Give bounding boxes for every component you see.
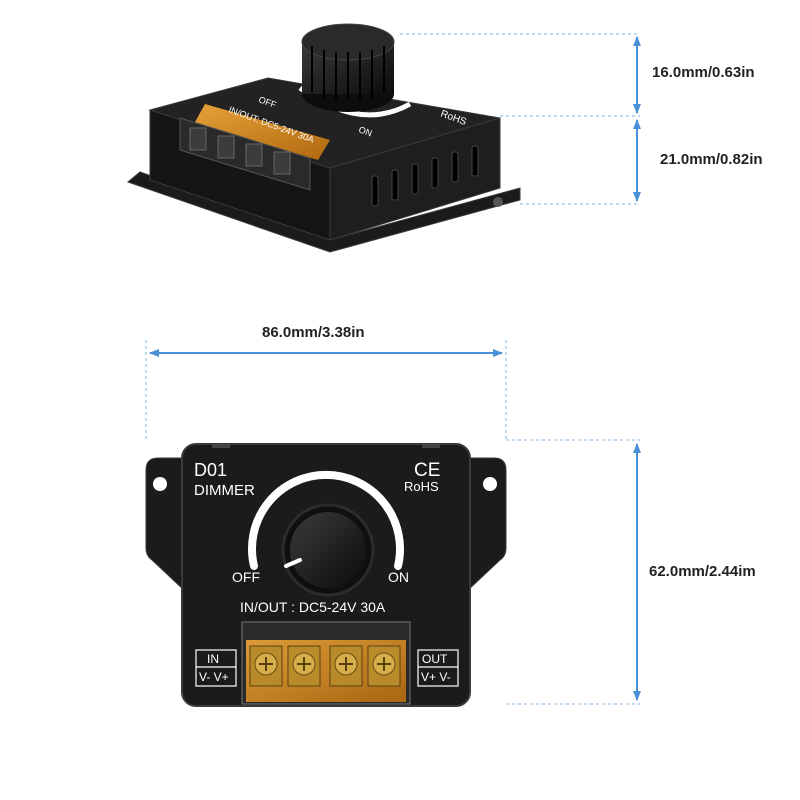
terminal-screw [367, 645, 401, 687]
output-pins: V+ V- [421, 670, 451, 684]
off-label: OFF [232, 569, 260, 585]
front-view-mount-hole [483, 477, 497, 491]
input-label: IN [207, 652, 219, 666]
side-view-ce-mark: C€ [457, 95, 478, 115]
terminal-screw [249, 645, 283, 687]
side-view-on-label: ON [357, 124, 373, 138]
rating-label: IN/OUT : DC5-24V 30A [240, 599, 386, 615]
side-view-vents [371, 145, 479, 207]
model-label: D01 [194, 460, 227, 480]
output-terminal-label-box: OUT V+ V- [417, 649, 459, 687]
side-height-dimensions [400, 33, 641, 205]
dimmer-label: DIMMER [194, 482, 255, 499]
width-dimension [145, 340, 640, 441]
length-label: 62.0mm/2.44im [649, 563, 756, 580]
terminal-screw [329, 645, 363, 687]
front-view-device: D01 DIMMER CE RoHS OFF ON IN/OUT : DC5-2… [145, 443, 507, 707]
knob-height-label: 16.0mm/0.63in [652, 64, 755, 81]
knob-indicator [284, 558, 302, 568]
side-view-terminal-cover [195, 104, 330, 160]
front-view-right-flange [465, 457, 507, 594]
length-dimension [506, 443, 641, 705]
body-height-label: 21.0mm/0.82in [660, 151, 763, 168]
output-label: OUT [422, 652, 448, 666]
side-view-terminal-screws [189, 127, 291, 175]
side-view-knob [301, 23, 395, 112]
dial-arc [248, 470, 404, 570]
width-label: 86.0mm/3.38in [262, 324, 365, 341]
front-view-mount-hole [153, 477, 167, 491]
side-view-device: IN/OUT: DC5-24V 30A OFF ON RoHS C€ [126, 23, 521, 253]
dimmer-knob[interactable] [281, 503, 375, 597]
terminal-screw [287, 645, 321, 687]
ce-mark: CE [414, 460, 440, 481]
rohs-label: RoHS [404, 479, 439, 494]
side-view-flange [126, 171, 521, 253]
terminal-screws [249, 645, 401, 687]
input-terminal-label-box: IN V- V+ [195, 649, 237, 687]
on-label: ON [388, 569, 409, 585]
input-pins: V- V+ [199, 670, 229, 684]
front-view-left-flange [145, 457, 187, 594]
side-view-mount-hole [493, 197, 503, 207]
